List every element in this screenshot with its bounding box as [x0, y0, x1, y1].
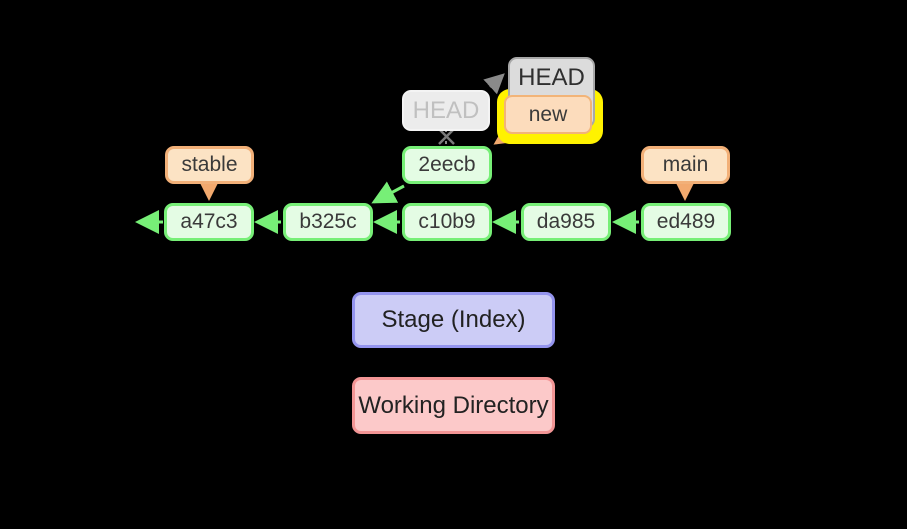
- commit-label: b325c: [299, 210, 357, 233]
- working-directory-box: Working Directory: [352, 377, 555, 434]
- commit-label: 2eecb: [418, 153, 476, 176]
- stage-index-box: Stage (Index): [352, 292, 555, 348]
- arrow-headold-to-headnew: [483, 73, 505, 95]
- branch-stable-label: stable: [181, 153, 238, 176]
- branch-main-node: main: [641, 146, 730, 184]
- branch-new-node: new: [504, 95, 592, 134]
- working-directory-label: Working Directory: [358, 391, 549, 419]
- commit-b325c-node: b325c: [283, 203, 373, 241]
- commit-label: a47c3: [180, 210, 238, 233]
- commit-a47c3-node: a47c3: [164, 203, 254, 241]
- branch-new-label: new: [528, 102, 568, 126]
- head-old-node: HEAD: [402, 90, 490, 131]
- head-old-label: HEAD: [412, 96, 480, 124]
- commit-c10b9-node: c10b9: [402, 203, 492, 241]
- commit-2eecb-node: 2eecb: [402, 146, 492, 184]
- commit-ed489-node: ed489: [641, 203, 731, 241]
- commit-da985-node: da985: [521, 203, 611, 241]
- arrow-2eecb-to-b325c: [371, 181, 405, 204]
- branch-main-label: main: [662, 153, 709, 176]
- detached-cross-icon: [438, 128, 455, 145]
- stage-index-label: Stage (Index): [381, 306, 526, 333]
- commit-label: da985: [536, 210, 596, 233]
- commit-label: c10b9: [418, 210, 476, 233]
- head-label: HEAD: [518, 64, 585, 91]
- commit-label: ed489: [656, 210, 716, 233]
- branch-stable-node: stable: [165, 146, 254, 184]
